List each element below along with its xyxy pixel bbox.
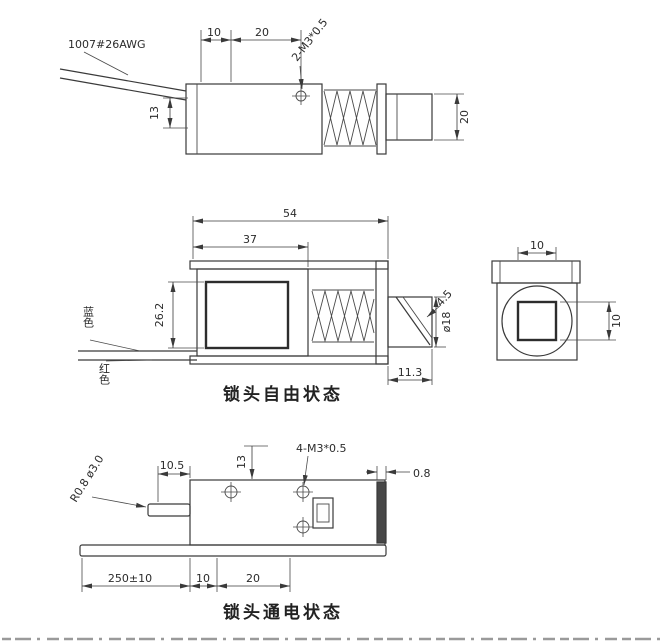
bevel-leader — [426, 304, 442, 318]
housing-outline — [496, 282, 578, 361]
thread-note-label: 4-M3*0.5 — [296, 442, 346, 455]
dim-10-5-label: 10.5 — [160, 459, 185, 472]
wire-red-label: 红色 — [98, 363, 111, 385]
end-bracket — [376, 83, 387, 155]
thread-note-leader — [298, 65, 304, 90]
latch-bevel-face — [402, 296, 433, 339]
free-state-view: 54 37 4.5 ø18 11.3 蓝色 — [78, 207, 455, 405]
wire-label-leader — [83, 51, 129, 76]
free-state-caption: 锁头自由状态 — [223, 384, 343, 405]
latch-head — [387, 296, 433, 348]
spring-coil — [311, 289, 375, 343]
dim-37-label: 37 — [243, 233, 257, 246]
dim-bevel-label: 4.5 — [434, 287, 455, 309]
dim-26-2-label: 26.2 — [153, 303, 166, 328]
spring-coil — [323, 90, 377, 146]
solenoid-body-bottom — [189, 479, 386, 546]
dim-10-label: 10 — [196, 572, 210, 585]
top-view: 1007#26AWG 10 20 2-M3*0.5 13 20 — [59, 16, 471, 155]
dim-0-8-label: 0.8 — [413, 467, 431, 480]
lead-wire-top — [59, 68, 187, 92]
frame-bottom-plate — [189, 355, 389, 365]
rear-end-cap — [376, 481, 387, 544]
plunger-rod — [147, 503, 191, 517]
dim-54-label: 54 — [283, 207, 297, 220]
dim-20-label: 20 — [255, 26, 269, 39]
wire-gauge-label: 1007#26AWG — [68, 38, 146, 51]
latch-plate — [79, 544, 387, 557]
dim-13-label: 13 — [235, 455, 248, 469]
latch-bevel — [395, 296, 431, 346]
dim-250-label: 250±10 — [108, 572, 152, 585]
bore-circle — [501, 285, 573, 357]
dim-20-right-label: 20 — [458, 110, 471, 124]
dim-13-label: 13 — [148, 106, 161, 120]
plunger-head-top — [385, 93, 433, 141]
solenoid-body-top — [185, 83, 323, 155]
energized-state-caption: 锁头通电状态 — [223, 602, 343, 623]
coil-window — [204, 280, 290, 350]
lead-wire-bottom — [59, 77, 187, 101]
frame-end-bracket — [375, 260, 389, 365]
wire-blue-label: 蓝色 — [82, 306, 95, 328]
mount-plate — [491, 260, 581, 284]
spring-coil — [323, 90, 377, 146]
tip-leader — [91, 496, 147, 508]
terminal-block-inner — [316, 503, 330, 523]
dim-11-3-label: 11.3 — [398, 366, 423, 379]
tip-radius-label: R0.8 ø3.0 — [68, 453, 107, 505]
dim-20-label: 20 — [246, 572, 260, 585]
terminal-block — [312, 497, 334, 529]
spring-coil — [311, 289, 375, 343]
dim-dia18-label: ø18 — [440, 312, 453, 333]
end-view: 10 10 — [491, 239, 623, 361]
dim-10-right-label: 10 — [610, 314, 623, 328]
dim-10-top-label: 10 — [530, 239, 544, 252]
wire-blue-leader — [89, 339, 141, 352]
frame-top-plate — [189, 260, 389, 270]
energized-state-view: R0.8 ø3.0 10.5 13 4-M3*0.5 0.8 250±10 10 — [68, 442, 431, 623]
wire-red-leader — [105, 359, 153, 362]
thread-note-leader — [302, 455, 309, 486]
plunger-cross-section — [516, 300, 558, 342]
dim-10-label: 10 — [207, 26, 221, 39]
coil-body — [196, 268, 309, 357]
